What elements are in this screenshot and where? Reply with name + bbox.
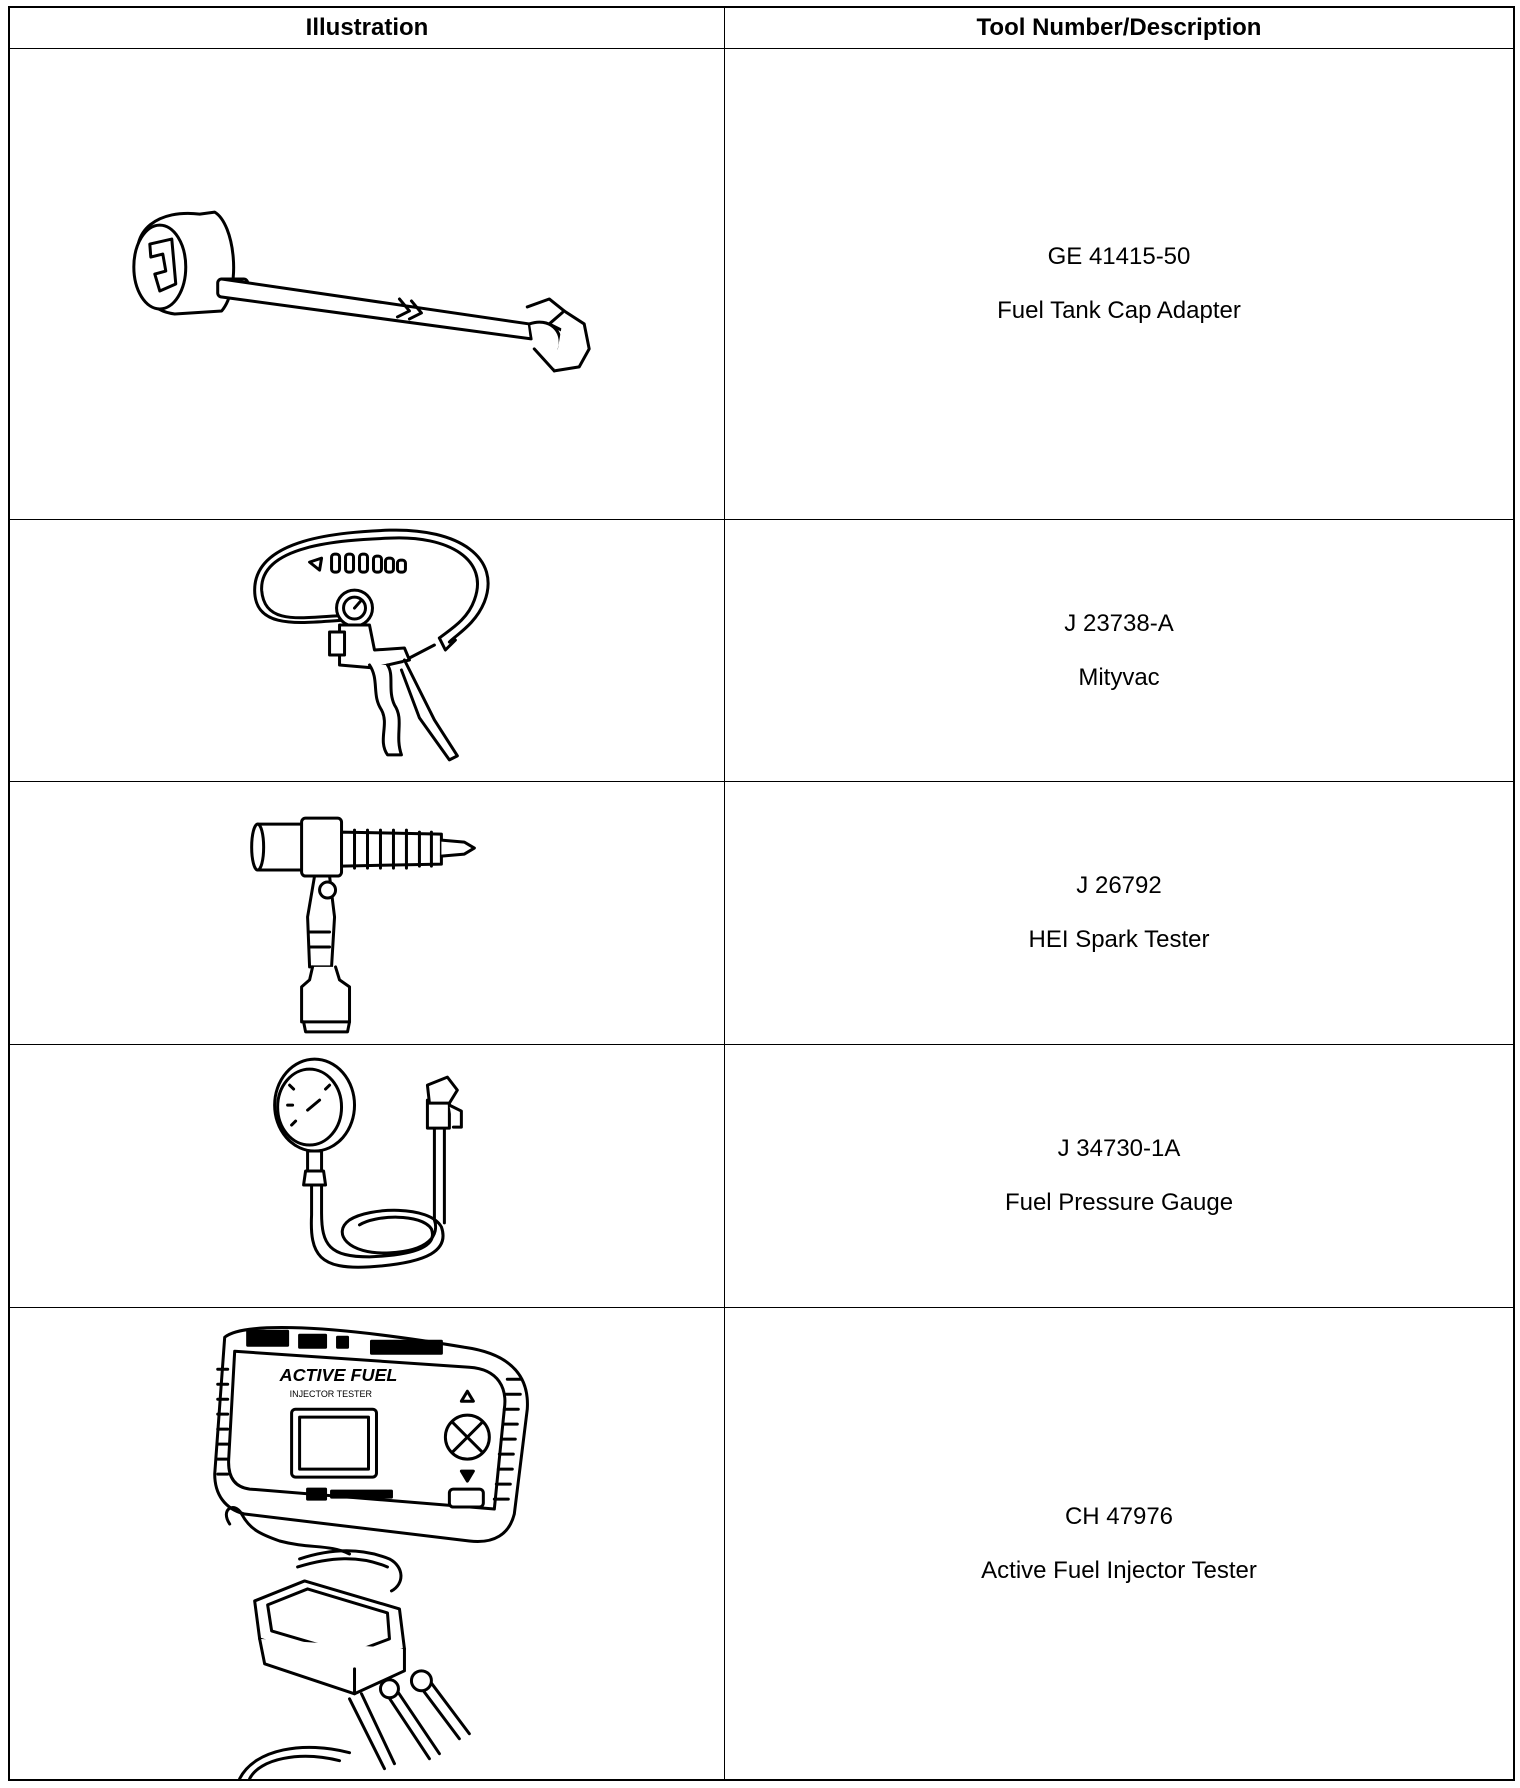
- table-row-illustration: [10, 49, 725, 520]
- brand-label: ACTIVE FUEL: [279, 1365, 398, 1385]
- table-row-illustration: [10, 782, 725, 1045]
- table-row-illustration: ACTIVE FUEL INJECTOR TESTER: [10, 1308, 725, 1779]
- tool-number: CH 47976: [1064, 1502, 1174, 1530]
- tool-number: J 26792: [1076, 872, 1162, 899]
- table-row-tool-info: J 34730-1A Fuel Pressure Gauge: [725, 1045, 1513, 1308]
- fuel-pressure-gauge-illustration: [10, 1045, 724, 1308]
- tool-number: J 23738-A: [1064, 609, 1174, 637]
- tool-description: HEI Spark Tester: [1028, 926, 1210, 953]
- tool-description: Fuel Tank Cap Adapter: [997, 297, 1241, 324]
- brand-sublabel: INJECTOR TESTER: [290, 1389, 373, 1399]
- table-row-tool-info: J 26792 HEI Spark Tester: [725, 782, 1513, 1045]
- header-illustration: Illustration: [10, 8, 725, 49]
- table-row-illustration: [10, 520, 725, 782]
- special-tools-table: Illustration Tool Number/Description GE …: [8, 6, 1515, 1781]
- table-row-illustration: [10, 1045, 725, 1308]
- table-row-tool-info: CH 47976 Active Fuel Injector Tester: [725, 1308, 1513, 1779]
- mityvac-illustration: [10, 520, 724, 782]
- tool-description: Active Fuel Injector Tester: [981, 1556, 1257, 1584]
- tool-number: J 34730-1A: [1057, 1135, 1181, 1162]
- active-fuel-injector-tester-illustration: ACTIVE FUEL INJECTOR TESTER: [10, 1309, 724, 1779]
- tool-number: GE 41415-50: [1047, 243, 1191, 270]
- hei-spark-tester-illustration: [10, 782, 724, 1045]
- table-row-tool-info: J 23738-A Mityvac: [725, 520, 1513, 782]
- header-tool-number-description: Tool Number/Description: [725, 8, 1513, 49]
- tool-description: Fuel Pressure Gauge: [1004, 1189, 1234, 1216]
- fuel-tank-cap-adapter-illustration: [10, 49, 724, 520]
- tool-description: Mityvac: [1078, 663, 1160, 691]
- table-row-tool-info: GE 41415-50 Fuel Tank Cap Adapter: [725, 49, 1513, 520]
